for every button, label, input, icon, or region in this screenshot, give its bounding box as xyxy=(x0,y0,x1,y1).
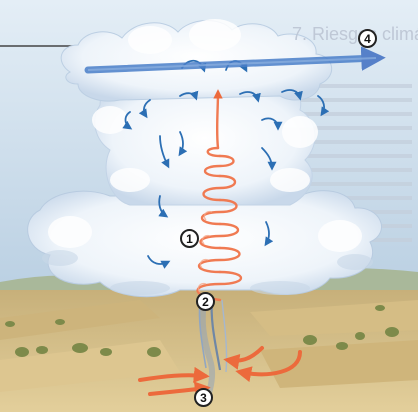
marker-3: 3 xyxy=(194,388,213,407)
marker-1: 1 xyxy=(180,229,199,248)
marker-2: 2 xyxy=(196,292,215,311)
marker-4: 4 xyxy=(358,29,377,48)
background-heading: 7. Riesgos climáticos (me xyxy=(292,24,418,45)
